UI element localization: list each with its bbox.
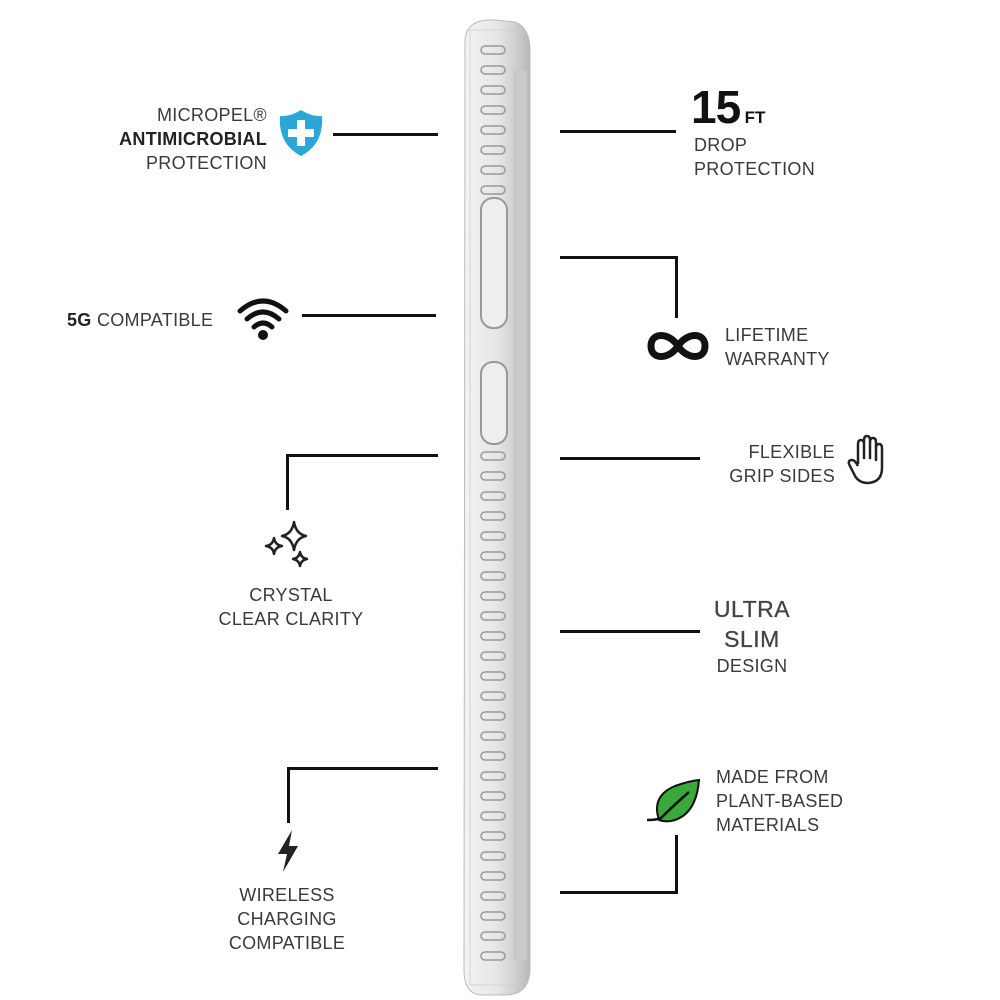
- drop-line1: DROP: [694, 135, 748, 155]
- warranty-label: LIFETIME WARRANTY: [725, 323, 830, 371]
- lightning-bolt-icon: [278, 830, 298, 872]
- slim-label: ULTRA SLIM DESIGN: [692, 594, 812, 678]
- crystal-label: CRYSTAL CLEAR CLARITY: [191, 583, 391, 631]
- connector-line: [286, 454, 289, 510]
- drop-label: DROP PROTECTION: [694, 133, 815, 181]
- 5g-bold: 5G: [67, 310, 92, 330]
- grip-slot: [480, 165, 506, 175]
- antimicrobial-line2: ANTIMICROBIAL: [119, 129, 267, 149]
- grip-slot: [480, 571, 506, 581]
- grip-slot: [480, 751, 506, 761]
- grip-slot: [480, 931, 506, 941]
- grip-slot: [480, 185, 506, 195]
- grip-slot: [480, 831, 506, 841]
- wireless-line2: CHARGING: [237, 909, 337, 929]
- grip-slot: [480, 471, 506, 481]
- connector-line: [333, 133, 438, 136]
- connector-line: [287, 767, 290, 823]
- antimicrobial-line3: PROTECTION: [145, 153, 267, 173]
- grip-slot: [480, 611, 506, 621]
- shield-plus-icon: [279, 110, 323, 156]
- grip-slot: [480, 871, 506, 881]
- grip-slot: [480, 145, 506, 155]
- connector-line: [675, 835, 678, 894]
- grip-label: FLEXIBLE GRIP SIDES: [729, 440, 835, 488]
- plant-label: MADE FROM PLANT-BASED MATERIALS: [716, 765, 843, 837]
- connector-line: [560, 630, 700, 633]
- drop-number: 15: [691, 81, 741, 133]
- infinity-icon: [647, 332, 709, 360]
- grip-slot: [480, 951, 506, 961]
- grip-slot: [480, 511, 506, 521]
- antimicrobial-line1: MICROPEL®: [157, 105, 267, 125]
- warranty-line2: WARRANTY: [725, 349, 830, 369]
- grip-slot: [480, 691, 506, 701]
- grip-slot: [480, 65, 506, 75]
- connector-line: [560, 457, 700, 460]
- grip-slot: [480, 85, 506, 95]
- grip-slot: [480, 631, 506, 641]
- plant-line1: MADE FROM: [716, 767, 829, 787]
- grip-slot: [480, 551, 506, 561]
- grip-slot: [480, 491, 506, 501]
- connector-line: [302, 314, 436, 317]
- wireless-line1: WIRELESS: [239, 885, 335, 905]
- sparkles-icon: [264, 520, 309, 568]
- grip-slot: [480, 451, 506, 461]
- grip-slot: [480, 105, 506, 115]
- grip-slot: [480, 811, 506, 821]
- leaf-icon: [646, 778, 701, 823]
- wireless-line3: COMPATIBLE: [228, 933, 346, 953]
- connector-line: [286, 454, 438, 457]
- warranty-line1: LIFETIME: [725, 325, 809, 345]
- grip-slot: [480, 791, 506, 801]
- drop-unit: FT: [744, 108, 766, 127]
- grip-slot: [480, 731, 506, 741]
- grip-slot: [480, 711, 506, 721]
- slim-line3: DESIGN: [716, 656, 788, 676]
- connector-line: [560, 130, 676, 133]
- grip-slot: [480, 911, 506, 921]
- wireless-label: WIRELESS CHARGING COMPATIBLE: [187, 883, 387, 955]
- slim-line1: ULTRA: [713, 596, 791, 622]
- grip-line1: FLEXIBLE: [748, 442, 835, 462]
- grip-slot: [480, 651, 506, 661]
- grip-slot: [480, 591, 506, 601]
- grip-line2: GRIP SIDES: [729, 466, 835, 486]
- grip-slot: [480, 125, 506, 135]
- connector-line: [560, 891, 678, 894]
- grip-slot: [480, 531, 506, 541]
- hand-icon: [847, 434, 884, 485]
- 5g-text: COMPATIBLE: [96, 310, 214, 330]
- connector-line: [287, 767, 438, 770]
- grip-slot: [480, 891, 506, 901]
- grip-slot: [480, 671, 506, 681]
- grip-slot: [480, 851, 506, 861]
- phone-case-side-view: [463, 19, 531, 996]
- crystal-line2: CLEAR CLARITY: [218, 609, 364, 629]
- wifi-icon: [237, 298, 289, 340]
- grip-slot: [480, 771, 506, 781]
- connector-line: [560, 256, 678, 259]
- grip-slot: [480, 45, 506, 55]
- plant-line3: MATERIALS: [716, 815, 820, 835]
- crystal-line1: CRYSTAL: [249, 585, 333, 605]
- slim-line2: SLIM: [724, 626, 780, 652]
- antimicrobial-label: MICROPEL® ANTIMICROBIAL PROTECTION: [119, 103, 267, 175]
- drop-height: 15 FT: [691, 84, 765, 130]
- plant-line2: PLANT-BASED: [716, 791, 844, 811]
- connector-line: [675, 256, 678, 318]
- drop-line2: PROTECTION: [694, 159, 816, 179]
- 5g-label: 5G COMPATIBLE: [67, 308, 213, 332]
